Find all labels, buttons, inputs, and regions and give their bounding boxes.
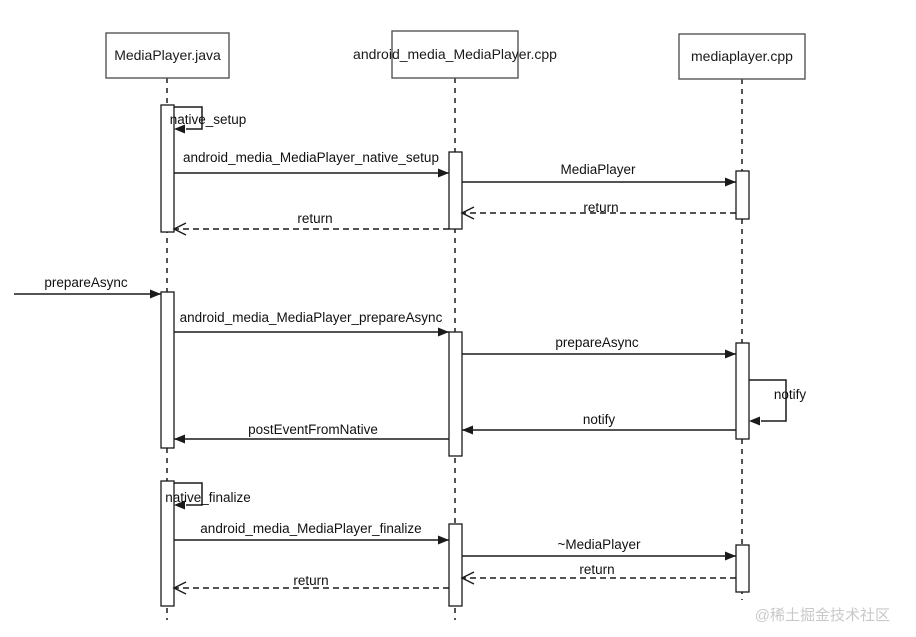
activation-bar-java (160, 291, 175, 449)
participant-box-native (678, 33, 806, 80)
message-label: prepareAsync (44, 275, 128, 290)
participant-box-jni (391, 30, 519, 79)
message-label: prepareAsync (555, 335, 639, 350)
arrowhead-call (438, 327, 449, 337)
message-msg-jni-native-setup[interactable]: android_media_MediaPlayer_native_setup (174, 150, 449, 178)
activation-bar-java (160, 480, 175, 607)
message-msg-return-jni-1[interactable]: return (172, 211, 449, 236)
arrowhead-call (462, 425, 473, 435)
selfcall-path (174, 482, 203, 506)
participant-label-jni: android_media_MediaPlayer.cpp (353, 46, 557, 62)
message-msg-notify-self[interactable]: notify (749, 379, 807, 426)
message-msg-postevent[interactable]: postEventFromNative (174, 422, 449, 444)
message-msg-native-finalize-self[interactable]: native_finalize (165, 482, 251, 510)
arrowhead-selfcall (174, 500, 185, 510)
arrowhead-return (172, 581, 187, 595)
message-label: notify (774, 387, 807, 402)
message-label: return (579, 562, 614, 577)
message-label: return (297, 211, 332, 226)
activation-bar-jni (448, 523, 463, 607)
message-msg-return-jni-2[interactable]: return (172, 573, 449, 595)
message-label: android_media_MediaPlayer_native_setup (183, 150, 439, 165)
activation-bar-native (735, 170, 750, 220)
message-msg-external-prepareasync[interactable]: prepareAsync (14, 275, 161, 299)
arrowhead-call (174, 434, 185, 444)
arrowhead-call (725, 177, 736, 187)
activation-bar-native (735, 544, 750, 593)
participant-jni[interactable]: android_media_MediaPlayer.cpp (353, 30, 557, 79)
message-label: native_finalize (165, 490, 251, 505)
message-msg-native-prepareasync[interactable]: prepareAsync (462, 335, 736, 359)
participant-label-native: mediaplayer.cpp (691, 48, 793, 64)
message-msg-mediaplayer-ctor[interactable]: MediaPlayer (462, 162, 736, 187)
arrowhead-call (438, 535, 449, 545)
message-label: ~MediaPlayer (558, 537, 641, 552)
message-msg-native-setup-self[interactable]: native_setup (170, 106, 247, 134)
arrowhead-call (725, 349, 736, 359)
messages-layer: native_setup android_media_MediaPlayer_na… (14, 106, 807, 595)
arrowhead-return (460, 571, 475, 585)
message-msg-mediaplayer-dtor[interactable]: ~MediaPlayer (462, 537, 736, 561)
selfcall-path (749, 379, 787, 422)
activation-bar-native (735, 342, 750, 440)
message-label: postEventFromNative (248, 422, 378, 437)
message-label: return (583, 200, 618, 215)
participant-box-java (105, 32, 230, 79)
activations-layer (160, 104, 750, 607)
activation-bar-java (160, 104, 175, 233)
message-label: MediaPlayer (560, 162, 636, 177)
participants-layer: MediaPlayer.java android_media_MediaPlaye… (105, 30, 806, 80)
arrowhead-call (438, 168, 449, 178)
activation-bar-jni (448, 151, 463, 230)
message-msg-return-native-1[interactable]: return (460, 200, 736, 220)
activation-bar-jni (448, 331, 463, 457)
selfcall-path (174, 106, 203, 130)
message-msg-notify-to-jni[interactable]: notify (462, 412, 736, 435)
message-msg-return-native-2[interactable]: return (460, 562, 736, 585)
message-msg-jni-prepareasync[interactable]: android_media_MediaPlayer_prepareAsync (174, 310, 449, 337)
arrowhead-call (150, 289, 161, 299)
message-label: android_media_MediaPlayer_finalize (200, 521, 421, 536)
arrowhead-selfcall (749, 416, 760, 426)
message-label: android_media_MediaPlayer_prepareAsync (180, 310, 443, 325)
participant-label-java: MediaPlayer.java (114, 47, 221, 63)
participant-java[interactable]: MediaPlayer.java (105, 32, 230, 79)
watermark-label: @稀土掘金技术社区 (755, 607, 890, 624)
participant-native[interactable]: mediaplayer.cpp (678, 33, 806, 80)
arrowhead-selfcall (174, 124, 185, 134)
message-msg-jni-finalize[interactable]: android_media_MediaPlayer_finalize (174, 521, 449, 545)
arrowhead-return (172, 222, 187, 236)
message-label: native_setup (170, 112, 247, 127)
message-label: return (293, 573, 328, 588)
arrowhead-call (725, 551, 736, 561)
arrowhead-return (460, 206, 475, 220)
message-label: notify (583, 412, 616, 427)
